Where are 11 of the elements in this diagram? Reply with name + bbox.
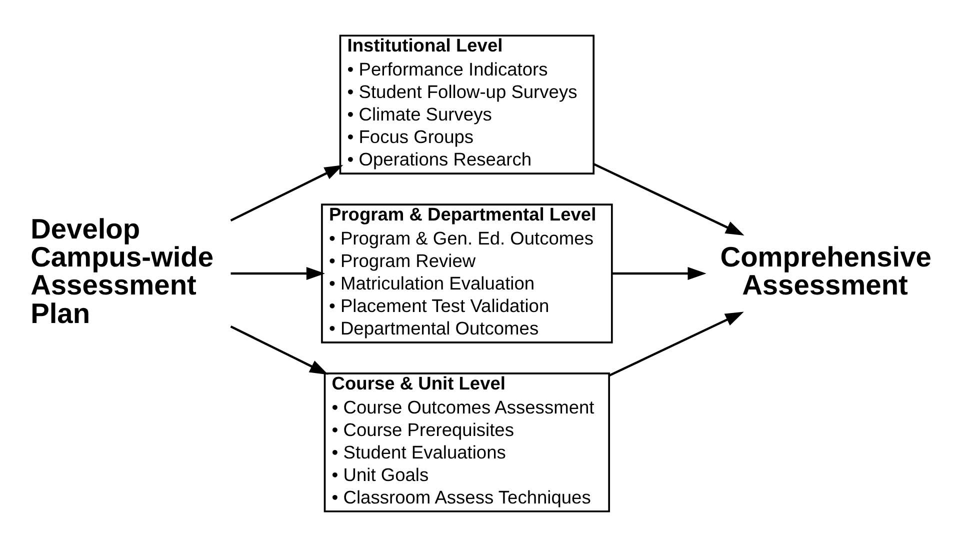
node-box: Course & Unit Level • Course Outcomes Assessment • Course Prerequisites • Student Evaluations • Unit Goals • Classroom Assess Techniques	[324, 372, 610, 512]
node-text: Comprehensive Assessment	[720, 241, 932, 301]
arrow	[230, 325, 328, 375]
node-box: Institutional Level • Performance Indicators • Student Follow-up Surveys • Climate Surveys • Focus Groups • Operations Research	[339, 34, 595, 174]
arrow	[593, 163, 744, 236]
arrow	[230, 266, 326, 280]
arrow	[230, 165, 344, 222]
arrow	[609, 312, 744, 376]
arrow	[612, 266, 706, 280]
node-text: Develop Campus-wide Assessment Plan	[30, 213, 214, 329]
node-box: Program & Departmental Level • Program & Gen. Ed. Outcomes • Program Review • Matriculation Evaluation • Placement Test Validation • Departmental Outcomes	[321, 204, 613, 344]
